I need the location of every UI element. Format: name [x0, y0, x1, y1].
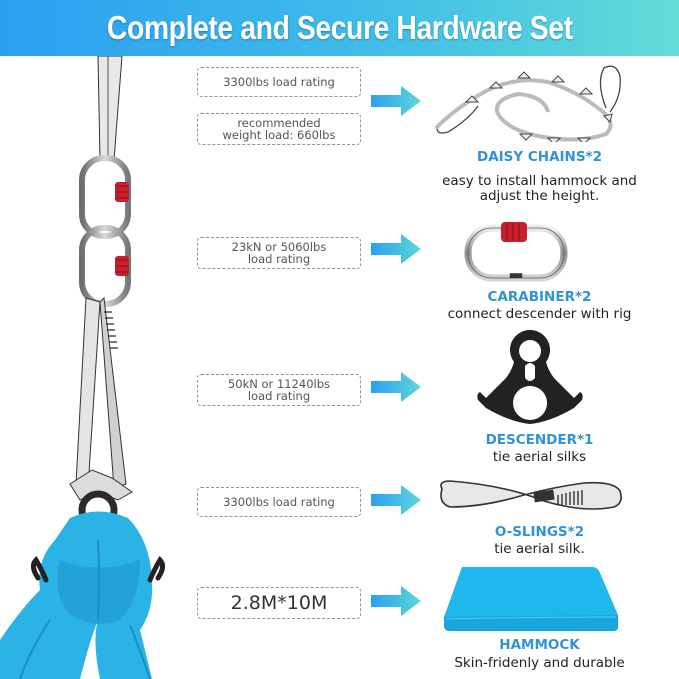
o-sling-icon	[440, 480, 622, 510]
spec-text: 2.8M*10M	[230, 592, 328, 614]
assembled-rig-illustration	[0, 56, 166, 679]
carabiner-icon	[79, 155, 131, 239]
page-title: Complete and Secure Hardware Set	[106, 9, 573, 46]
spec-text: recommended weight load: 660lbs	[222, 116, 336, 142]
arrow-right-icon	[371, 485, 421, 515]
arrow-right-icon	[371, 86, 421, 116]
svg-text:████: ████	[509, 273, 523, 278]
spec-box-descender: 50kN or 11240lbs load rating	[197, 374, 361, 406]
spec-box-o-sling: 3300lbs load rating	[197, 487, 361, 517]
item-desc-descender: tie aerial silks	[492, 449, 587, 465]
item-title-daisy-chains: DAISY CHAINS*2	[476, 149, 603, 165]
spec-box-carabiner: 23kN or 5060lbs load rating	[197, 237, 361, 269]
spec-box-daisy-weight: recommended weight load: 660lbs	[197, 113, 361, 145]
item-title-o-slings: O-SLINGS*2	[494, 524, 585, 540]
item-desc-text: easy to install hammock and adjust the h…	[442, 173, 637, 204]
arrow-right-icon	[371, 234, 421, 264]
item-desc-daisy-chains: easy to install hammock and adjust the h…	[400, 174, 679, 204]
carabiner-icon	[79, 225, 131, 307]
arrow-right-icon	[371, 586, 421, 616]
item-title-carabiner: CARABINER*2	[487, 289, 592, 305]
arrow-right-icon	[371, 372, 421, 402]
daisy-chain-icon	[434, 65, 621, 142]
spec-text: 50kN or 11240lbs load rating	[227, 377, 331, 403]
spec-text: 3300lbs load rating	[223, 75, 335, 89]
descender-icon	[477, 330, 583, 424]
header-banner: Complete and Secure Hardware Set	[0, 0, 679, 56]
o-sling-strap-icon	[69, 296, 133, 501]
item-desc-o-slings: tie aerial silk.	[494, 541, 585, 557]
item-title-hammock: HAMMOCK	[499, 637, 580, 653]
spec-box-hammock: 2.8M*10M	[197, 587, 361, 619]
daisy-chain-strap-icon	[97, 56, 123, 161]
hammock-fabric-icon	[0, 511, 166, 679]
item-desc-carabiner: connect descender with rig	[447, 306, 632, 322]
spec-text: 3300lbs load rating	[223, 495, 335, 509]
item-desc-hammock: Skin-fridenly and durable	[454, 655, 625, 671]
spec-box-daisy-load: 3300lbs load rating	[197, 67, 361, 97]
spec-text: 23kN or 5060lbs load rating	[231, 240, 327, 266]
carabiner-icon: ████	[464, 222, 568, 282]
hammock-fabric-icon	[444, 567, 618, 631]
item-title-descender: DESCENDER*1	[485, 432, 594, 448]
